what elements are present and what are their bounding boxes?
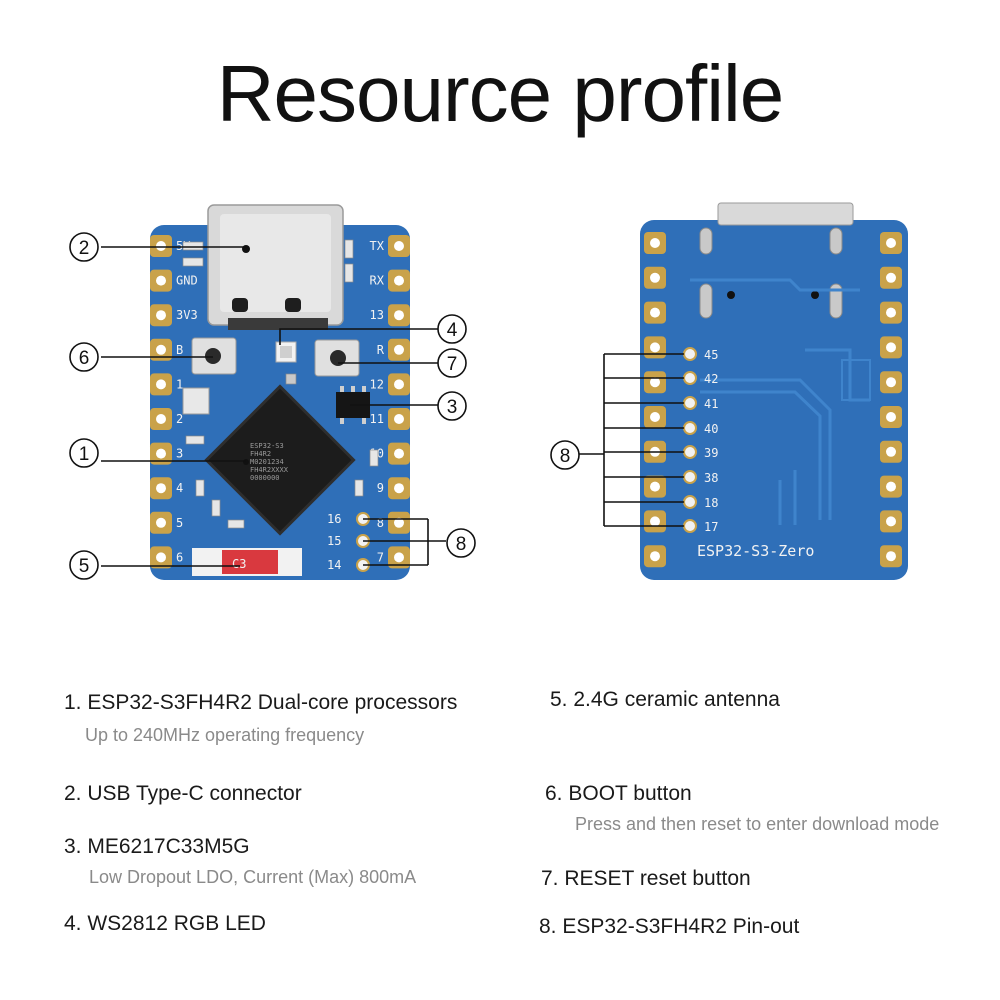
callout-number: 5 [79, 556, 90, 577]
front-left-pads [150, 235, 172, 569]
pin-label: B [176, 343, 183, 357]
pin-label: 3V3 [176, 308, 198, 322]
pin-label: 6 [176, 550, 183, 564]
back-pin-hole [683, 347, 697, 361]
callout-lines [101, 246, 684, 567]
back-pin-hole [683, 519, 697, 533]
callout-number: 8 [456, 534, 467, 555]
back-pin-hole [683, 371, 697, 385]
callout-number: 4 [447, 320, 458, 341]
feature-item: 6. BOOT button [545, 782, 692, 805]
back-pins: 45 42 41 40 39 38 18 17 [683, 347, 718, 534]
back-pin-hole [683, 470, 697, 484]
inner-pin-label: 14 [327, 558, 341, 572]
boot-button[interactable] [191, 337, 237, 375]
callout-number: 7 [447, 354, 458, 375]
pin-label: 3 [176, 447, 183, 461]
feature-item: 7. RESET reset button [541, 867, 751, 890]
callout-number: 1 [79, 444, 90, 465]
back-pin-hole [683, 421, 697, 435]
crystal [182, 387, 210, 415]
back-pin-label: 38 [704, 471, 718, 485]
back-pin-label: 17 [704, 520, 718, 534]
pin-label: 5 [176, 516, 183, 530]
board-diagram: 5VGND3V3B123456 TXRX13R121110987 [69, 202, 908, 580]
callout-circle [69, 550, 99, 580]
board-brand: ESP32-S3-Zero [697, 542, 814, 560]
callout-circle [437, 314, 467, 344]
page-title: Resource profile [216, 49, 785, 138]
back-pin-hole [683, 495, 697, 509]
smd-components [182, 239, 379, 529]
feature-item: 3. ME6217C33M5G [64, 835, 250, 858]
feature-item: 8. ESP32-S3FH4R2 Pin-out [539, 915, 800, 938]
back-pin-label: 42 [704, 372, 718, 386]
pin-label: 7 [377, 550, 384, 564]
callout-circle [550, 440, 580, 470]
chip-marking: FH4R2 [250, 450, 271, 458]
callout-number: 6 [79, 348, 90, 369]
back-pin-label: 40 [704, 422, 718, 436]
ceramic-antenna: C3 [192, 548, 302, 576]
antenna-label: C3 [232, 557, 246, 571]
chip-marking: 0000000 [250, 474, 280, 482]
pin-label: R [377, 343, 385, 357]
callout-number: 8 [560, 446, 571, 467]
back-pin-hole [683, 445, 697, 459]
pin-label: RX [370, 274, 385, 288]
front-board: 5VGND3V3B123456 TXRX13R121110987 [150, 204, 410, 580]
pin-label: 2 [176, 412, 183, 426]
pin-label: 4 [176, 481, 183, 495]
ws2812-rgb-led [275, 341, 297, 363]
feature-item: 2. USB Type-C connector [64, 782, 302, 805]
feature-item: 4. WS2812 RGB LED [64, 912, 266, 935]
pin-label: 1 [176, 377, 183, 391]
callout-circle [437, 391, 467, 421]
feature-item: 5. 2.4G ceramic antenna [550, 688, 780, 711]
front-right-pads [388, 235, 410, 569]
callout-circle [446, 528, 476, 558]
back-pin-label: 45 [704, 348, 718, 362]
callout-circle [69, 438, 99, 468]
back-pin-hole [683, 396, 697, 410]
back-right-pads [880, 232, 902, 568]
chip-marking: M0201234 [250, 458, 284, 466]
feature-description: Press and then reset to enter download m… [575, 814, 940, 834]
inner-pin-label: 16 [327, 512, 341, 526]
pin-label: 9 [377, 481, 384, 495]
pin-label: GND [176, 274, 198, 288]
chip-marking: FH4R2XXXX [250, 466, 289, 474]
callout-number: 2 [79, 238, 90, 259]
callout-number: 3 [447, 397, 458, 418]
callout-circle [69, 232, 99, 262]
back-board: 45 42 41 40 39 38 18 17 ESP32-S3-Zero [640, 202, 908, 580]
feature-description: Low Dropout LDO, Current (Max) 800mA [89, 867, 417, 887]
reset-button[interactable] [314, 339, 360, 377]
back-left-pads [644, 232, 666, 568]
inner-pin-label: 15 [327, 534, 341, 548]
back-pin-label: 18 [704, 496, 718, 510]
pin-label: 11 [370, 412, 384, 426]
pin-label: 13 [370, 308, 384, 322]
callout-circle [69, 342, 99, 372]
pin-label: 12 [370, 377, 384, 391]
feature-description: Up to 240MHz operating frequency [85, 725, 365, 745]
back-pin-label: 41 [704, 397, 718, 411]
usb-type-c-connector [207, 204, 344, 330]
feature-item: 1. ESP32-S3FH4R2 Dual-core processors [64, 691, 458, 714]
pin-label: 8 [377, 516, 384, 530]
pin-label: TX [370, 239, 385, 253]
callout-circle [437, 348, 467, 378]
back-pin-label: 39 [704, 446, 718, 460]
chip-marking: ESP32-S3 [250, 442, 284, 450]
